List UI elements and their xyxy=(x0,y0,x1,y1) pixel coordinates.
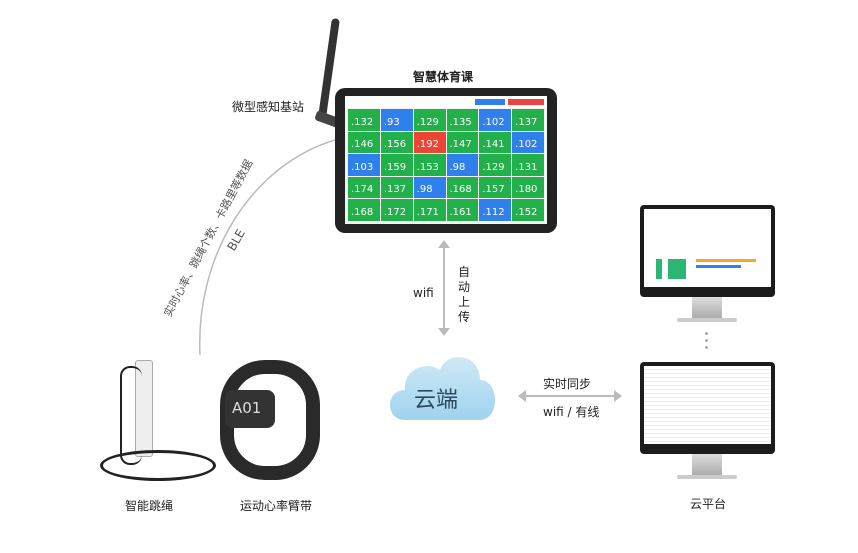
heart-rate-tile: .98 xyxy=(413,176,446,199)
heart-rate-tile: .102 xyxy=(479,109,512,131)
sync-label: 实时同步 xyxy=(543,377,592,391)
jump-rope xyxy=(100,360,216,481)
heart-rate-tile: .168 xyxy=(446,176,479,199)
monitor-dashboard xyxy=(640,205,775,297)
heart-rate-tile: .137 xyxy=(380,176,413,199)
heart-rate-tile: .147 xyxy=(446,131,479,154)
heart-rate-tile: .102 xyxy=(512,131,544,154)
heart-rate-tile: .153 xyxy=(413,154,446,176)
dashboard-screen xyxy=(644,209,771,287)
monitor-table xyxy=(640,362,775,454)
tablet-tile-grid: .132.93.129.135.102.137.146.156.192.147.… xyxy=(348,109,544,221)
upload-arrow xyxy=(443,245,445,330)
heart-rate-tile: .174 xyxy=(348,176,380,199)
wifi-label: wifi xyxy=(413,286,434,300)
heart-rate-tile: .171 xyxy=(413,199,446,221)
heart-rate-tile: .137 xyxy=(512,109,544,131)
jump-rope-label: 智能跳绳 xyxy=(125,499,174,513)
heart-rate-tile: .159 xyxy=(380,154,413,176)
heart-rate-tile: .135 xyxy=(446,109,479,131)
heart-rate-tile: .103 xyxy=(348,154,380,176)
heart-rate-tile: .152 xyxy=(512,199,544,221)
heart-rate-tile: .168 xyxy=(348,199,380,221)
heart-rate-tile: .161 xyxy=(446,199,479,221)
heart-rate-tile: .98 xyxy=(446,154,479,176)
cloud-label: 云端 xyxy=(414,388,459,413)
heart-rate-tile: .157 xyxy=(479,176,512,199)
more-dots xyxy=(705,330,708,352)
heart-rate-tile: .192 xyxy=(413,131,446,154)
arrow-up-icon xyxy=(438,240,450,248)
sync-link-label: wifi / 有线 xyxy=(543,405,600,419)
cloud-platform-label: 云平台 xyxy=(690,497,727,511)
sync-arrow xyxy=(525,395,615,397)
base-station-label: 微型感知基站 xyxy=(232,100,305,114)
heart-rate-tile: .129 xyxy=(479,154,512,176)
armband-module: A01 xyxy=(225,390,275,428)
arrow-left-icon xyxy=(518,390,526,402)
cloud-icon xyxy=(390,357,495,420)
heart-rate-tile: .156 xyxy=(380,131,413,154)
heart-rate-tile: .180 xyxy=(512,176,544,199)
heart-rate-tile: .131 xyxy=(512,154,544,176)
heart-rate-tile: .141 xyxy=(479,131,512,154)
heart-rate-tile: .112 xyxy=(479,199,512,221)
heart-rate-tile: .93 xyxy=(380,109,413,131)
heart-rate-tile: .129 xyxy=(413,109,446,131)
tablet: .132.93.129.135.102.137.146.156.192.147.… xyxy=(335,88,557,233)
armband-id: A01 xyxy=(232,399,262,417)
heart-rate-tile: .132 xyxy=(348,109,380,131)
tablet-screen: .132.93.129.135.102.137.146.156.192.147.… xyxy=(345,96,547,224)
table-screen xyxy=(644,366,771,444)
tablet-topbar xyxy=(345,96,547,108)
heart-rate-tile: .146 xyxy=(348,131,380,154)
arrow-right-icon xyxy=(614,390,622,402)
auto-upload-label: 自动上传 xyxy=(458,265,471,324)
tablet-label: 智慧体育课 xyxy=(413,70,474,84)
heart-rate-tile: .172 xyxy=(380,199,413,221)
arrow-down-icon xyxy=(438,328,450,336)
armband-label: 运动心率臂带 xyxy=(240,499,313,513)
